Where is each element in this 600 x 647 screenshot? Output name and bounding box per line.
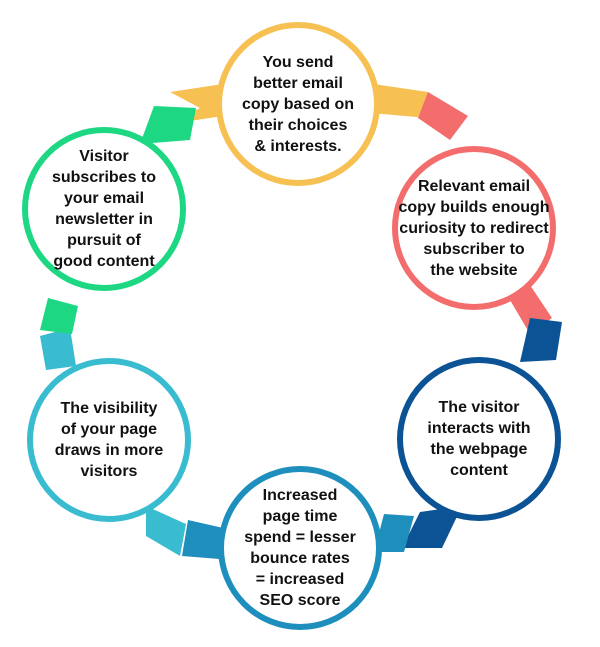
step-circle-subscribes (22, 127, 186, 291)
step-text-visibility: The visibility of your page draws in mor… (54, 400, 164, 480)
arrow-red (418, 92, 468, 140)
arrow-navy-lower (402, 506, 462, 548)
arrow-navy (520, 318, 562, 362)
step-text-page-time: Increased page time spend = lesser bounc… (244, 487, 356, 609)
arrow-teal-upper (40, 328, 76, 370)
step-text-subscribes: Visitor subscribes to your email newslet… (51, 148, 157, 270)
arrow-green-upper (140, 106, 196, 144)
arrow-green (40, 298, 78, 334)
step-circle-send-copy (216, 22, 380, 186)
arrow-teal (146, 506, 186, 556)
step-text-interacts: The visitor interacts with the webpage c… (427, 399, 531, 479)
step-circle-visibility (27, 358, 191, 522)
step-circle-interacts (397, 357, 561, 521)
step-text-relevant-copy: Relevant email copy builds enough curios… (398, 177, 550, 279)
step-circle-page-time (218, 466, 382, 630)
step-text-send-copy: You send better email copy based on thei… (241, 53, 355, 155)
step-circle-relevant-copy (392, 146, 556, 310)
arrow-blue (374, 514, 414, 552)
